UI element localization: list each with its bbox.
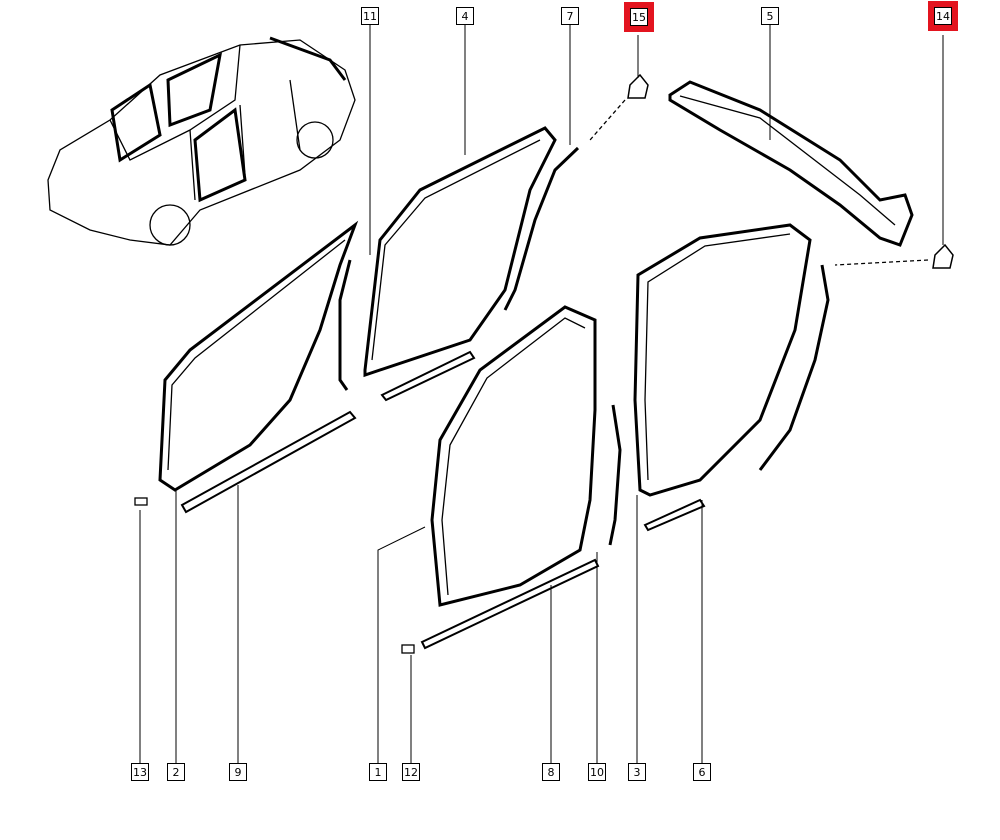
callout-15[interactable]: 15 — [630, 8, 648, 26]
part-15-clip — [627, 73, 649, 99]
part-2-front-door-seal — [158, 220, 359, 492]
callout-1[interactable]: 1 — [369, 763, 387, 781]
part-4-lower-strip — [380, 350, 476, 402]
leader-lines — [139, 25, 944, 763]
part-7-strip — [503, 146, 580, 311]
car-illustration — [47, 36, 356, 246]
part-6-lower-strip — [643, 498, 706, 532]
part-12-clip — [401, 644, 415, 654]
part-9-sill-strip — [180, 410, 357, 514]
callout-14-highlight: 14 — [928, 1, 958, 31]
part-14-clip — [932, 243, 954, 269]
callout-15-highlight: 15 — [624, 2, 654, 32]
callout-8[interactable]: 8 — [542, 763, 560, 781]
callout-3[interactable]: 3 — [628, 763, 646, 781]
arrow-14 — [834, 259, 929, 266]
callout-5[interactable]: 5 — [761, 7, 779, 25]
part-1-rear-door-seal — [430, 305, 597, 607]
part-11-strip — [338, 259, 352, 391]
callout-10[interactable]: 10 — [588, 763, 606, 781]
callout-9[interactable]: 9 — [229, 763, 247, 781]
arrow-15 — [589, 99, 626, 141]
callout-13[interactable]: 13 — [131, 763, 149, 781]
part-5-boot-seal — [668, 80, 914, 247]
part-3-body-seal — [633, 223, 812, 497]
callout-12[interactable]: 12 — [402, 763, 420, 781]
part-13-clip — [134, 497, 148, 506]
callout-14[interactable]: 14 — [934, 7, 952, 25]
callout-7[interactable]: 7 — [561, 7, 579, 25]
part-8-sill-strip — [420, 558, 600, 650]
part-10-strip — [608, 404, 622, 546]
callout-11[interactable]: 11 — [361, 7, 379, 25]
callout-2[interactable]: 2 — [167, 763, 185, 781]
callout-4[interactable]: 4 — [456, 7, 474, 25]
part-6-strip — [758, 264, 830, 471]
part-4-front-frame-seal — [363, 126, 557, 378]
callout-6[interactable]: 6 — [693, 763, 711, 781]
